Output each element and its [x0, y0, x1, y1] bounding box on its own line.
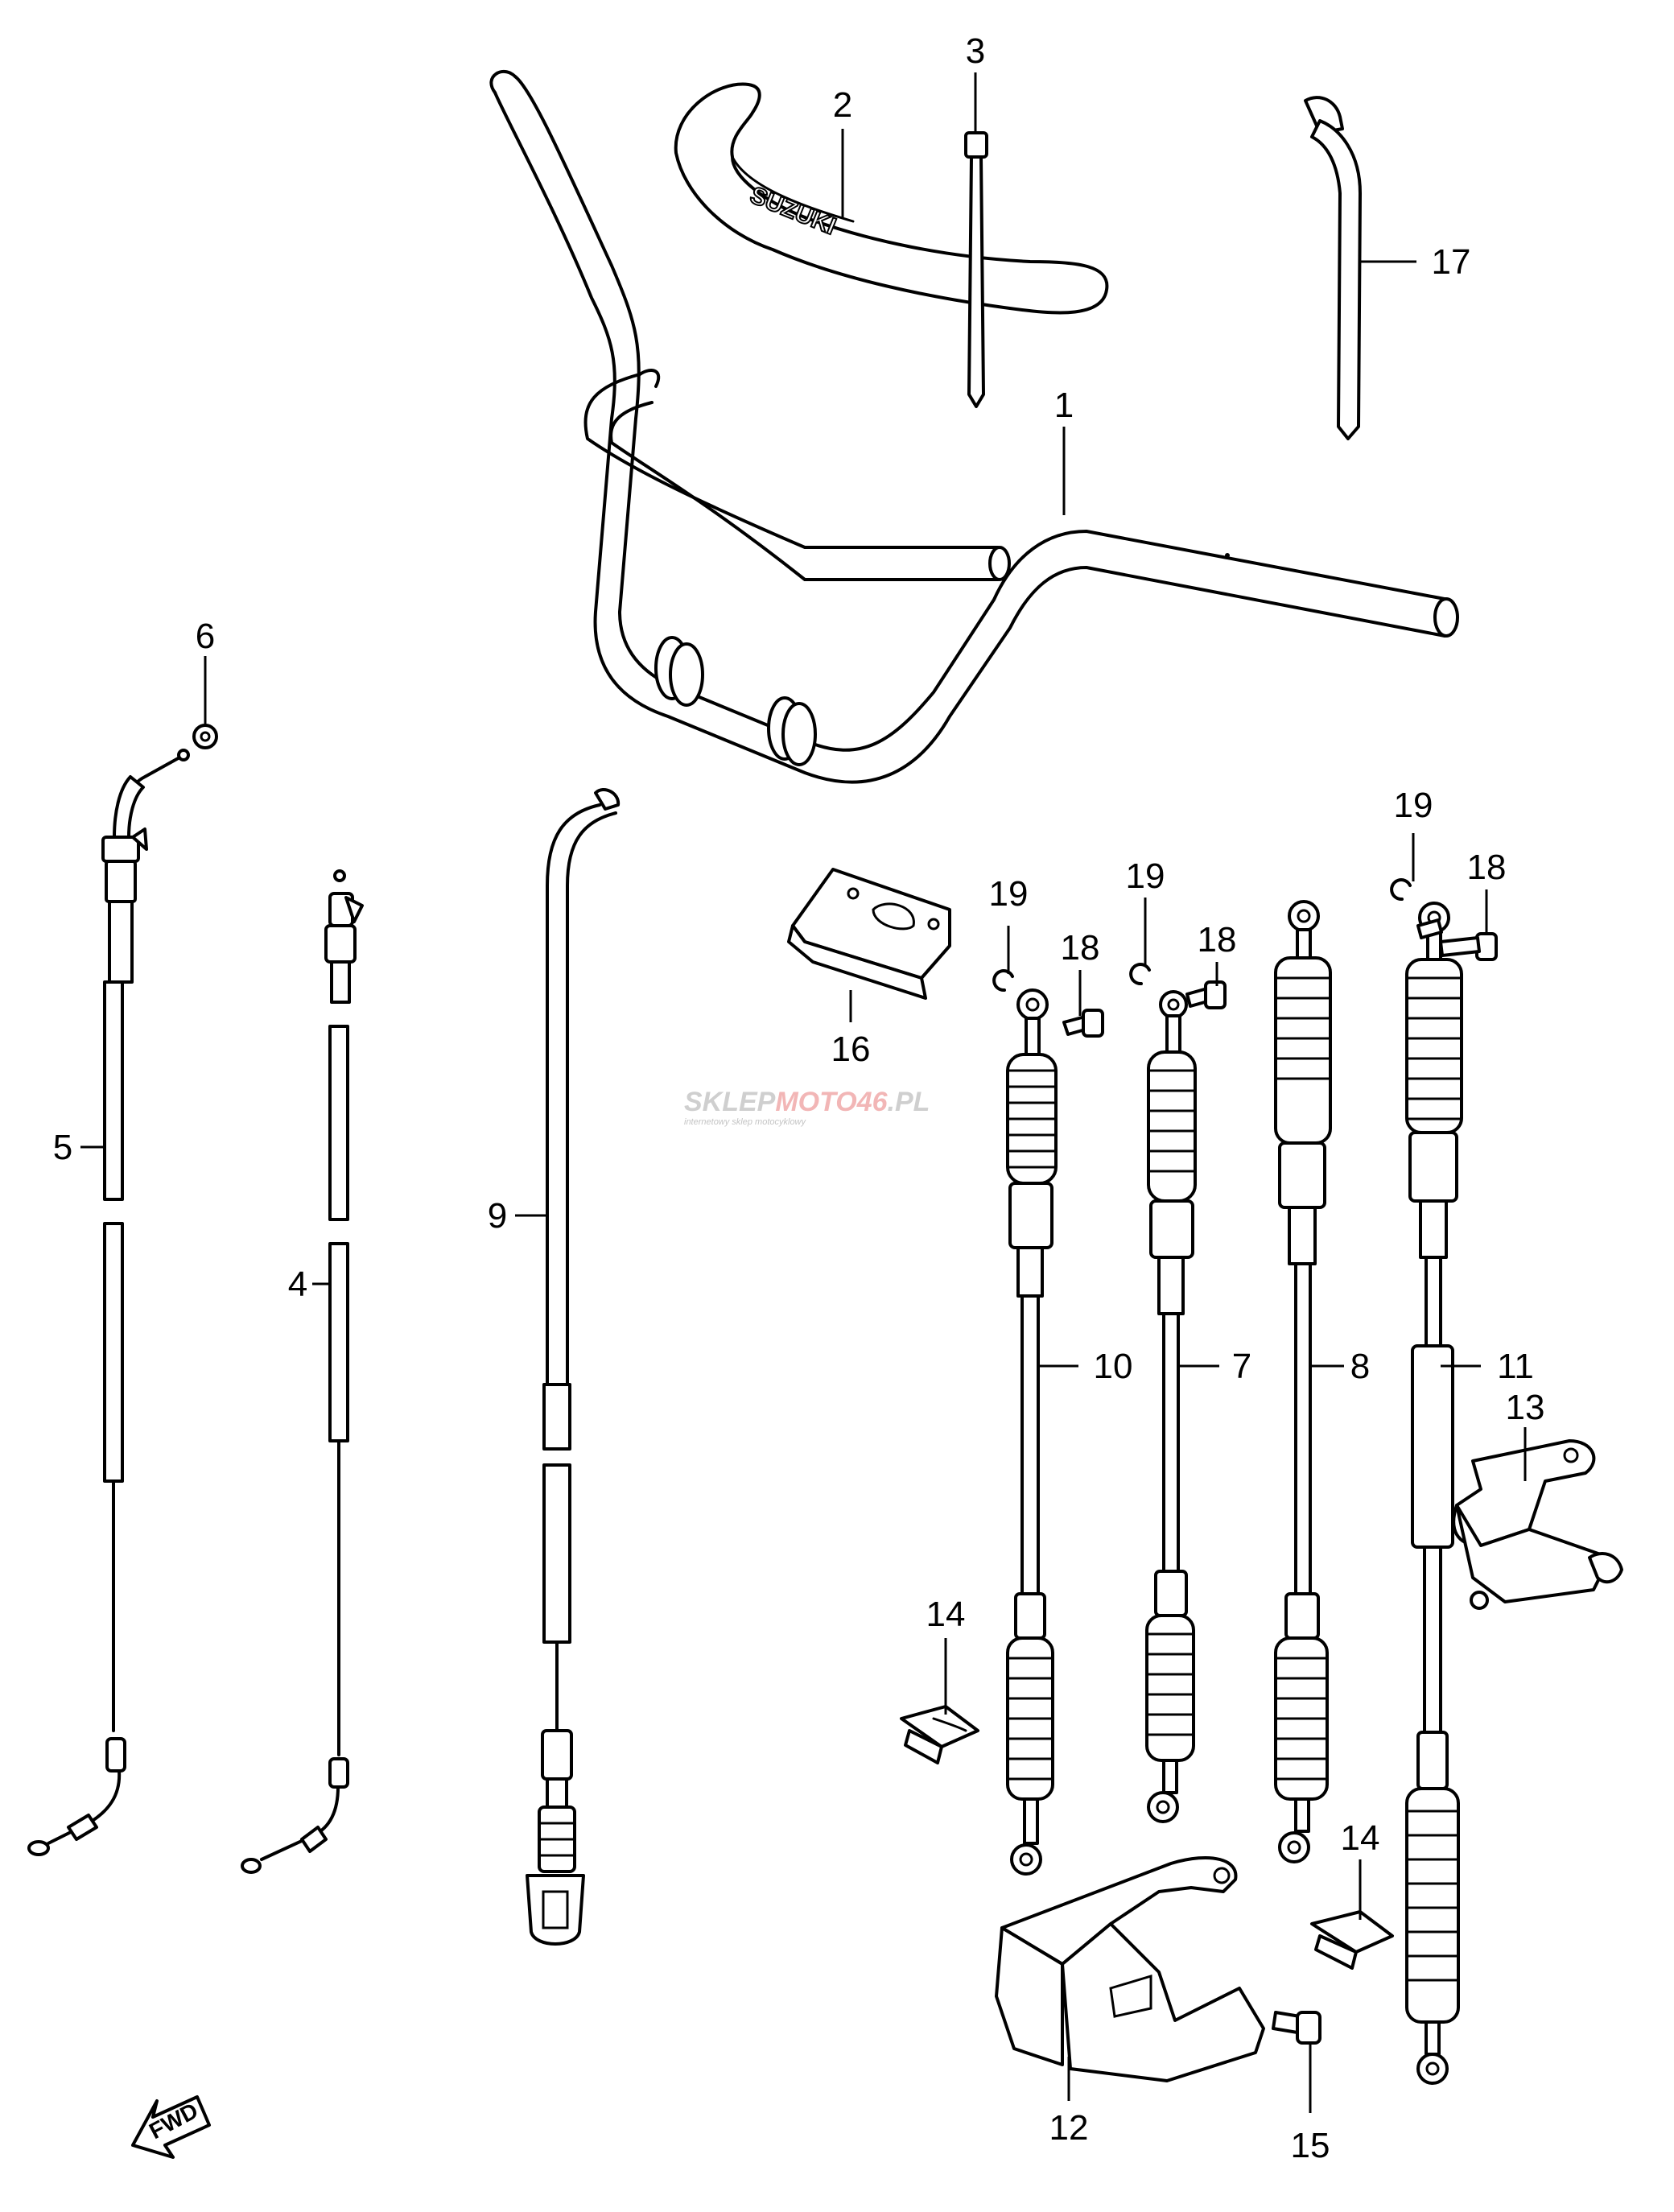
callout-10: 10 — [1094, 1347, 1133, 1386]
callout-4: 4 — [288, 1265, 307, 1304]
circlip-19-c — [1390, 878, 1412, 902]
handlebar-pad: SUZUKI — [674, 82, 1109, 315]
callout-7: 7 — [1232, 1347, 1251, 1386]
cable-bracket-12 — [995, 1856, 1265, 2082]
callout-9: 9 — [488, 1196, 507, 1236]
cable-5 — [27, 749, 190, 1856]
bolt-15 — [1272, 2011, 1321, 2045]
callout-14-b: 14 — [1341, 1818, 1380, 1858]
callout-16: 16 — [831, 1030, 871, 1069]
callout-3: 3 — [966, 31, 985, 71]
circlip-19-b — [1129, 963, 1151, 986]
cable-9 — [526, 788, 621, 1946]
callout-13: 13 — [1506, 1388, 1545, 1427]
callout-labels: 1 2 3 4 5 6 7 8 9 10 11 12 13 14 14 15 1… — [53, 31, 1545, 2165]
callout-1: 1 — [1054, 386, 1074, 425]
callout-14-a: 14 — [926, 1595, 966, 1634]
cable-bracket-13 — [1452, 1439, 1623, 1610]
svg-text:SKLEPMOTO46.PL: SKLEPMOTO46.PL — [684, 1087, 930, 1117]
callout-15: 15 — [1291, 2126, 1330, 2165]
callout-19-b: 19 — [1126, 856, 1165, 896]
bolt-18-a — [1062, 1009, 1104, 1038]
cable-tie-long — [1304, 96, 1362, 440]
callout-17: 17 — [1432, 242, 1471, 282]
callout-18-c: 18 — [1467, 848, 1507, 887]
callout-2: 2 — [833, 85, 852, 125]
callout-18-b: 18 — [1198, 920, 1237, 959]
callout-18-a: 18 — [1061, 928, 1100, 968]
watermark-brand-3: .PL — [888, 1087, 930, 1117]
watermark-brand-2: MOTO46 — [775, 1087, 888, 1117]
fwd-arrow: FWD — [131, 2095, 211, 2159]
circlip-19-a — [992, 969, 1014, 993]
washer — [192, 724, 218, 749]
cable-7 — [1145, 990, 1197, 1823]
watermark-brand-1: SKLEP — [684, 1087, 776, 1117]
handlebar — [489, 70, 1459, 784]
callout-6: 6 — [196, 617, 215, 656]
bolt-18-b — [1185, 980, 1227, 1009]
watermark: SKLEPMOTO46.PL internetowy sklep motocyk… — [684, 1087, 930, 1127]
callout-19-c: 19 — [1394, 786, 1433, 825]
cable-guide-14-a — [900, 1705, 979, 1764]
cable-10 — [1006, 988, 1058, 1876]
callout-19-a: 19 — [989, 874, 1029, 914]
callout-8: 8 — [1350, 1347, 1370, 1386]
cable-tie — [964, 131, 988, 408]
cable-guide-14-b — [1310, 1910, 1394, 1970]
callout-12: 12 — [1049, 2108, 1089, 2148]
cable-4 — [241, 869, 364, 1874]
cable-plate — [787, 868, 951, 1000]
cable-8 — [1274, 900, 1332, 1863]
callout-11: 11 — [1497, 1347, 1534, 1386]
callout-5: 5 — [53, 1128, 72, 1167]
cable-11 — [1405, 902, 1463, 2085]
watermark-tagline: internetowy sklep motocyklowy — [684, 1117, 807, 1127]
leader-lines — [80, 72, 1527, 2113]
